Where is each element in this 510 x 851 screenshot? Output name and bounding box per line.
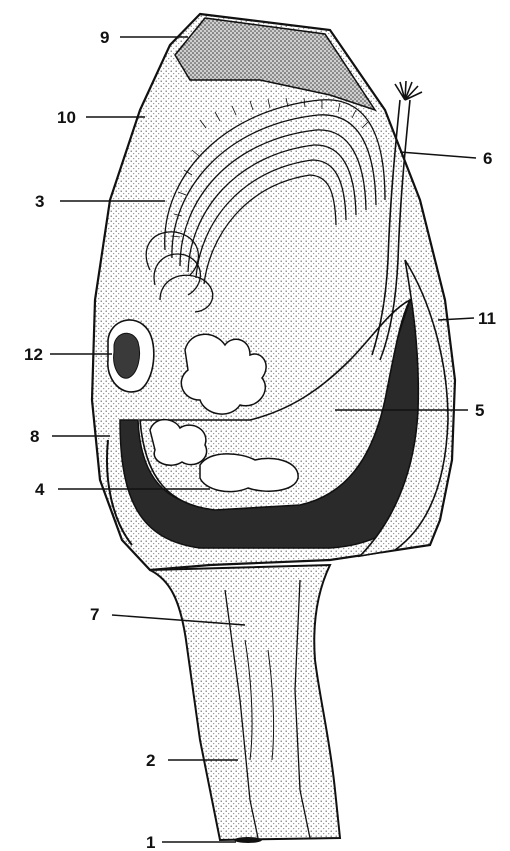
peduncle: [150, 565, 340, 840]
svg-text:11: 11: [478, 309, 496, 328]
svg-text:4: 4: [35, 480, 45, 499]
svg-text:5: 5: [475, 401, 484, 420]
svg-text:10: 10: [57, 108, 76, 127]
svg-text:6: 6: [483, 149, 492, 168]
svg-text:2: 2: [146, 751, 155, 770]
svg-text:3: 3: [35, 192, 44, 211]
attachment-disc: [234, 837, 262, 843]
label-6: 6: [400, 149, 492, 168]
svg-text:7: 7: [90, 605, 99, 624]
svg-text:12: 12: [24, 345, 43, 364]
svg-text:1: 1: [146, 833, 155, 851]
label-10: 10: [57, 108, 145, 127]
ovary-sac: [108, 320, 154, 392]
svg-text:9: 9: [100, 28, 109, 47]
svg-text:8: 8: [30, 427, 39, 446]
